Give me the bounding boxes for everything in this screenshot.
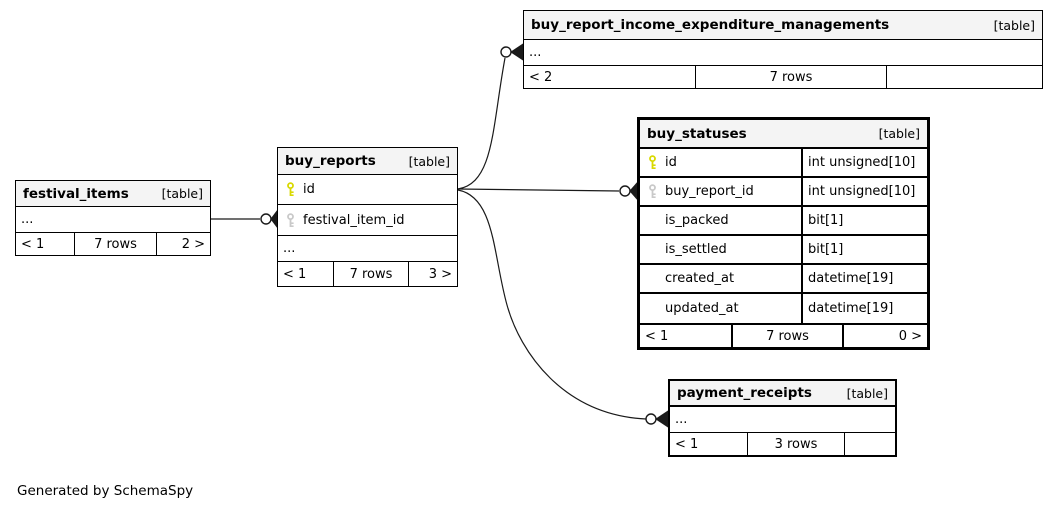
row-count: 7 rows bbox=[695, 66, 886, 88]
generated-by-note: Generated by SchemaSpy bbox=[17, 483, 194, 499]
primary-key-icon bbox=[278, 182, 303, 197]
table-footer: < 1 7 rows 3 > bbox=[278, 261, 457, 286]
column-type: datetime[19] bbox=[801, 294, 927, 323]
collapsed-columns-row: ... bbox=[278, 235, 457, 261]
ellipsis-label: ... bbox=[21, 212, 34, 227]
row-count: 3 rows bbox=[747, 433, 844, 455]
children-count bbox=[886, 66, 1042, 88]
column-name: festival_item_id bbox=[303, 212, 405, 228]
relationship-buy-reports-briem bbox=[457, 43, 524, 190]
primary-key-icon bbox=[640, 155, 665, 170]
column-type: datetime[19] bbox=[801, 265, 927, 292]
ellipsis-label: ... bbox=[675, 412, 688, 427]
column-name: created_at bbox=[665, 271, 735, 286]
collapsed-columns-row: ... bbox=[670, 407, 895, 432]
column-row-festival-item-id: festival_item_id bbox=[278, 205, 457, 235]
table-title-briem[interactable]: buy_report_income_expenditure_management… bbox=[531, 17, 890, 33]
column-name: is_packed bbox=[665, 213, 729, 228]
table-title-buy-statuses[interactable]: buy_statuses bbox=[647, 125, 747, 142]
column-type: int unsigned[10] bbox=[801, 149, 927, 176]
collapsed-columns-row: ... bbox=[524, 40, 1042, 65]
column-type: int unsigned[10] bbox=[801, 178, 927, 205]
table-header: payment_receipts [table] bbox=[670, 381, 895, 407]
column-name: updated_at bbox=[665, 301, 739, 316]
row-count: 7 rows bbox=[731, 325, 842, 347]
column-type: bit[1] bbox=[801, 207, 927, 234]
parents-count: < 1 bbox=[283, 266, 307, 282]
table-tag: [table] bbox=[408, 153, 450, 169]
table-title-festival-items[interactable]: festival_items bbox=[23, 185, 129, 202]
collapsed-columns-row: ... bbox=[16, 207, 210, 232]
table-tag: [table] bbox=[846, 385, 888, 401]
table-payment-receipts: payment_receipts [table] ... < 1 3 rows bbox=[668, 379, 897, 457]
table-header: festival_items [table] bbox=[16, 181, 210, 207]
column-name: buy_report_id bbox=[665, 184, 754, 199]
parents-count: < 1 bbox=[675, 436, 699, 452]
table-buy-report-income-expenditure-managements: buy_report_income_expenditure_management… bbox=[523, 10, 1043, 89]
parents-count: < 1 bbox=[21, 236, 45, 252]
foreign-key-icon bbox=[640, 184, 665, 199]
table-tag: [table] bbox=[161, 186, 203, 201]
table-tag: [table] bbox=[878, 126, 920, 141]
table-title-payment-receipts[interactable]: payment_receipts bbox=[677, 385, 812, 401]
children-count: 0 > bbox=[842, 325, 927, 347]
table-title-buy-reports[interactable]: buy_reports bbox=[285, 153, 376, 169]
column-row-is-settled: is_settled bit[1] bbox=[640, 236, 927, 265]
column-name: id bbox=[665, 155, 677, 170]
table-tag: [table] bbox=[993, 17, 1035, 33]
table-footer: < 1 3 rows bbox=[670, 432, 895, 455]
ellipsis-label: ... bbox=[283, 241, 296, 256]
column-name: is_settled bbox=[665, 242, 727, 257]
parents-count: < 1 bbox=[645, 328, 669, 344]
children-count: 3 > bbox=[408, 262, 457, 286]
row-count: 7 rows bbox=[74, 233, 156, 255]
ellipsis-label: ... bbox=[529, 45, 542, 60]
parents-count: < 2 bbox=[529, 69, 553, 85]
column-row-updated-at: updated_at datetime[19] bbox=[640, 294, 927, 323]
relationship-festival-items-buy-reports bbox=[211, 209, 278, 229]
column-type: bit[1] bbox=[801, 236, 927, 263]
table-festival-items: festival_items [table] ... < 1 7 rows 2 … bbox=[15, 180, 211, 256]
table-footer: < 1 7 rows 0 > bbox=[640, 323, 927, 347]
column-row-buy-report-id: buy_report_id int unsigned[10] bbox=[640, 178, 927, 207]
column-row-is-packed: is_packed bit[1] bbox=[640, 207, 927, 236]
table-footer: < 2 7 rows bbox=[524, 65, 1042, 88]
relationship-buy-reports-buy-statuses bbox=[457, 181, 638, 201]
children-count bbox=[844, 433, 895, 455]
column-row-created-at: created_at datetime[19] bbox=[640, 265, 927, 294]
column-row-id: id bbox=[278, 175, 457, 205]
table-header: buy_statuses [table] bbox=[640, 120, 927, 149]
row-count: 7 rows bbox=[333, 262, 408, 286]
column-name: id bbox=[303, 182, 315, 197]
table-footer: < 1 7 rows 2 > bbox=[16, 232, 210, 255]
children-count: 2 > bbox=[156, 233, 210, 255]
table-buy-statuses: buy_statuses [table] id int unsig bbox=[637, 117, 930, 350]
column-row-id: id int unsigned[10] bbox=[640, 149, 927, 178]
table-header: buy_reports [table] bbox=[278, 148, 457, 175]
table-buy-reports: buy_reports [table] id bbox=[277, 147, 458, 287]
foreign-key-icon bbox=[278, 212, 303, 228]
table-header: buy_report_income_expenditure_management… bbox=[524, 11, 1042, 40]
